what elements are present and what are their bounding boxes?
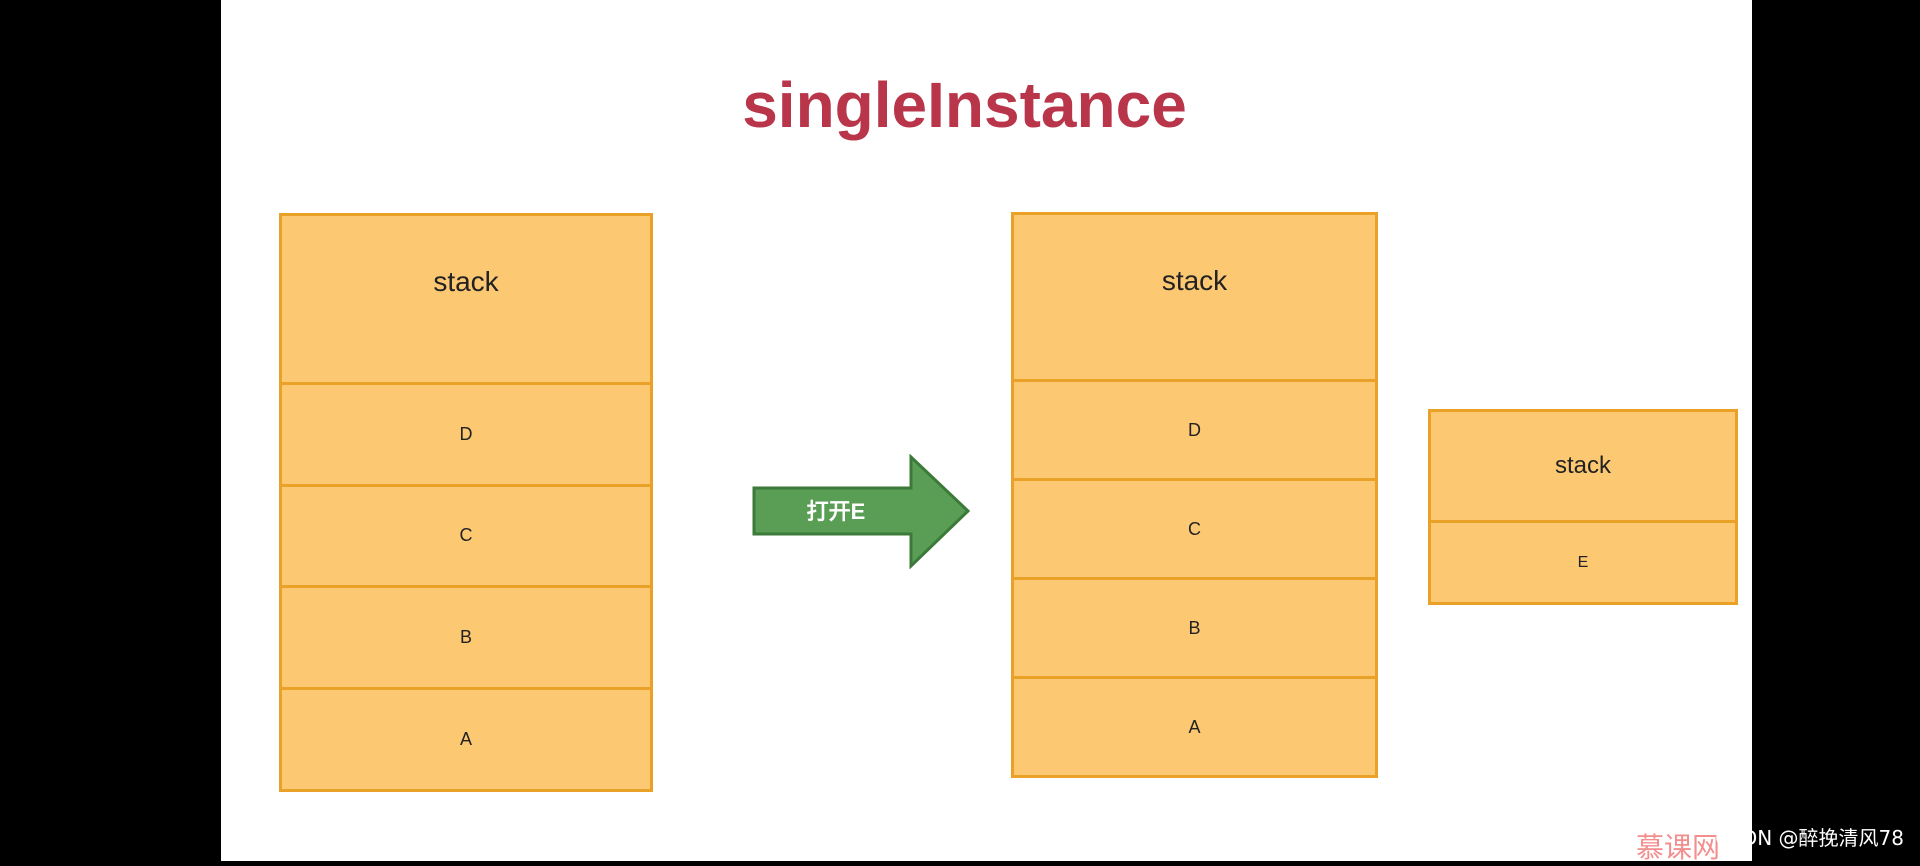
stack-item-b: B bbox=[282, 585, 650, 687]
open-e-arrow: 打开E bbox=[751, 453, 971, 570]
watermark: CSDN @醉挽清风78 bbox=[1715, 826, 1904, 850]
stack-item-e: E bbox=[1431, 520, 1735, 602]
stack-header-label: stack bbox=[433, 266, 499, 297]
stack-header-label: stack bbox=[1161, 265, 1228, 296]
stack-before: stack D C B A bbox=[279, 213, 653, 792]
arrow-right-icon bbox=[752, 453, 971, 570]
stack-item-a: A bbox=[282, 687, 650, 789]
arrow-label: 打开E bbox=[806, 499, 866, 524]
stack-header: stack bbox=[1014, 215, 1375, 379]
stack-after-new: stack E bbox=[1428, 409, 1738, 605]
stack-item-c: C bbox=[1014, 478, 1375, 577]
stack-header-label: stack bbox=[1554, 452, 1611, 480]
stack-item-d: D bbox=[282, 381, 650, 484]
slide-title: singleInstance bbox=[742, 69, 1187, 141]
stack-header: stack bbox=[1431, 412, 1735, 520]
stack-after-main: stack D C B A bbox=[1011, 212, 1378, 778]
stack-item-c: C bbox=[282, 483, 650, 586]
logo: 慕课网 bbox=[1636, 831, 1721, 864]
stack-item-d: D bbox=[1014, 379, 1375, 478]
stack-item-a: A bbox=[1014, 676, 1375, 775]
stack-header: stack bbox=[282, 216, 650, 382]
slide: singleInstance stack D C B A 打开E stack D… bbox=[221, 0, 1752, 861]
stack-item-b: B bbox=[1014, 577, 1375, 676]
